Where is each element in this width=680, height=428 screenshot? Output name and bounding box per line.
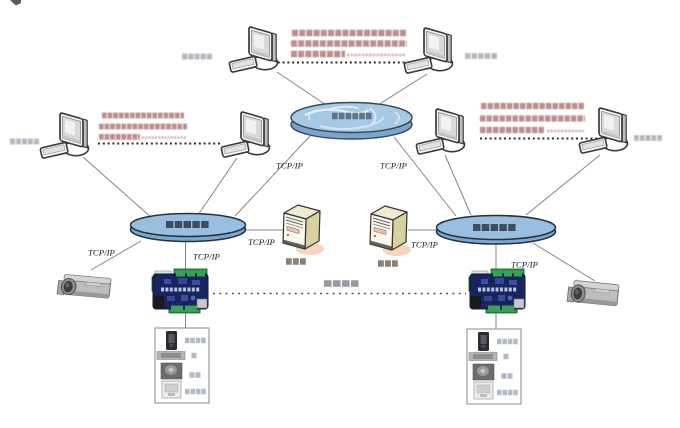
svg-text:TCP/IP: TCP/IP bbox=[193, 252, 221, 262]
svg-text:TCP/IP: TCP/IP bbox=[380, 161, 408, 171]
svg-text:TCP/IP: TCP/IP bbox=[248, 237, 276, 247]
svg-text:TCP/IP: TCP/IP bbox=[276, 161, 304, 171]
svg-text:TCP/IP: TCP/IP bbox=[511, 260, 539, 270]
svg-text:TCP/IP: TCP/IP bbox=[88, 248, 116, 258]
svg-text:TCP/IP: TCP/IP bbox=[411, 240, 439, 250]
